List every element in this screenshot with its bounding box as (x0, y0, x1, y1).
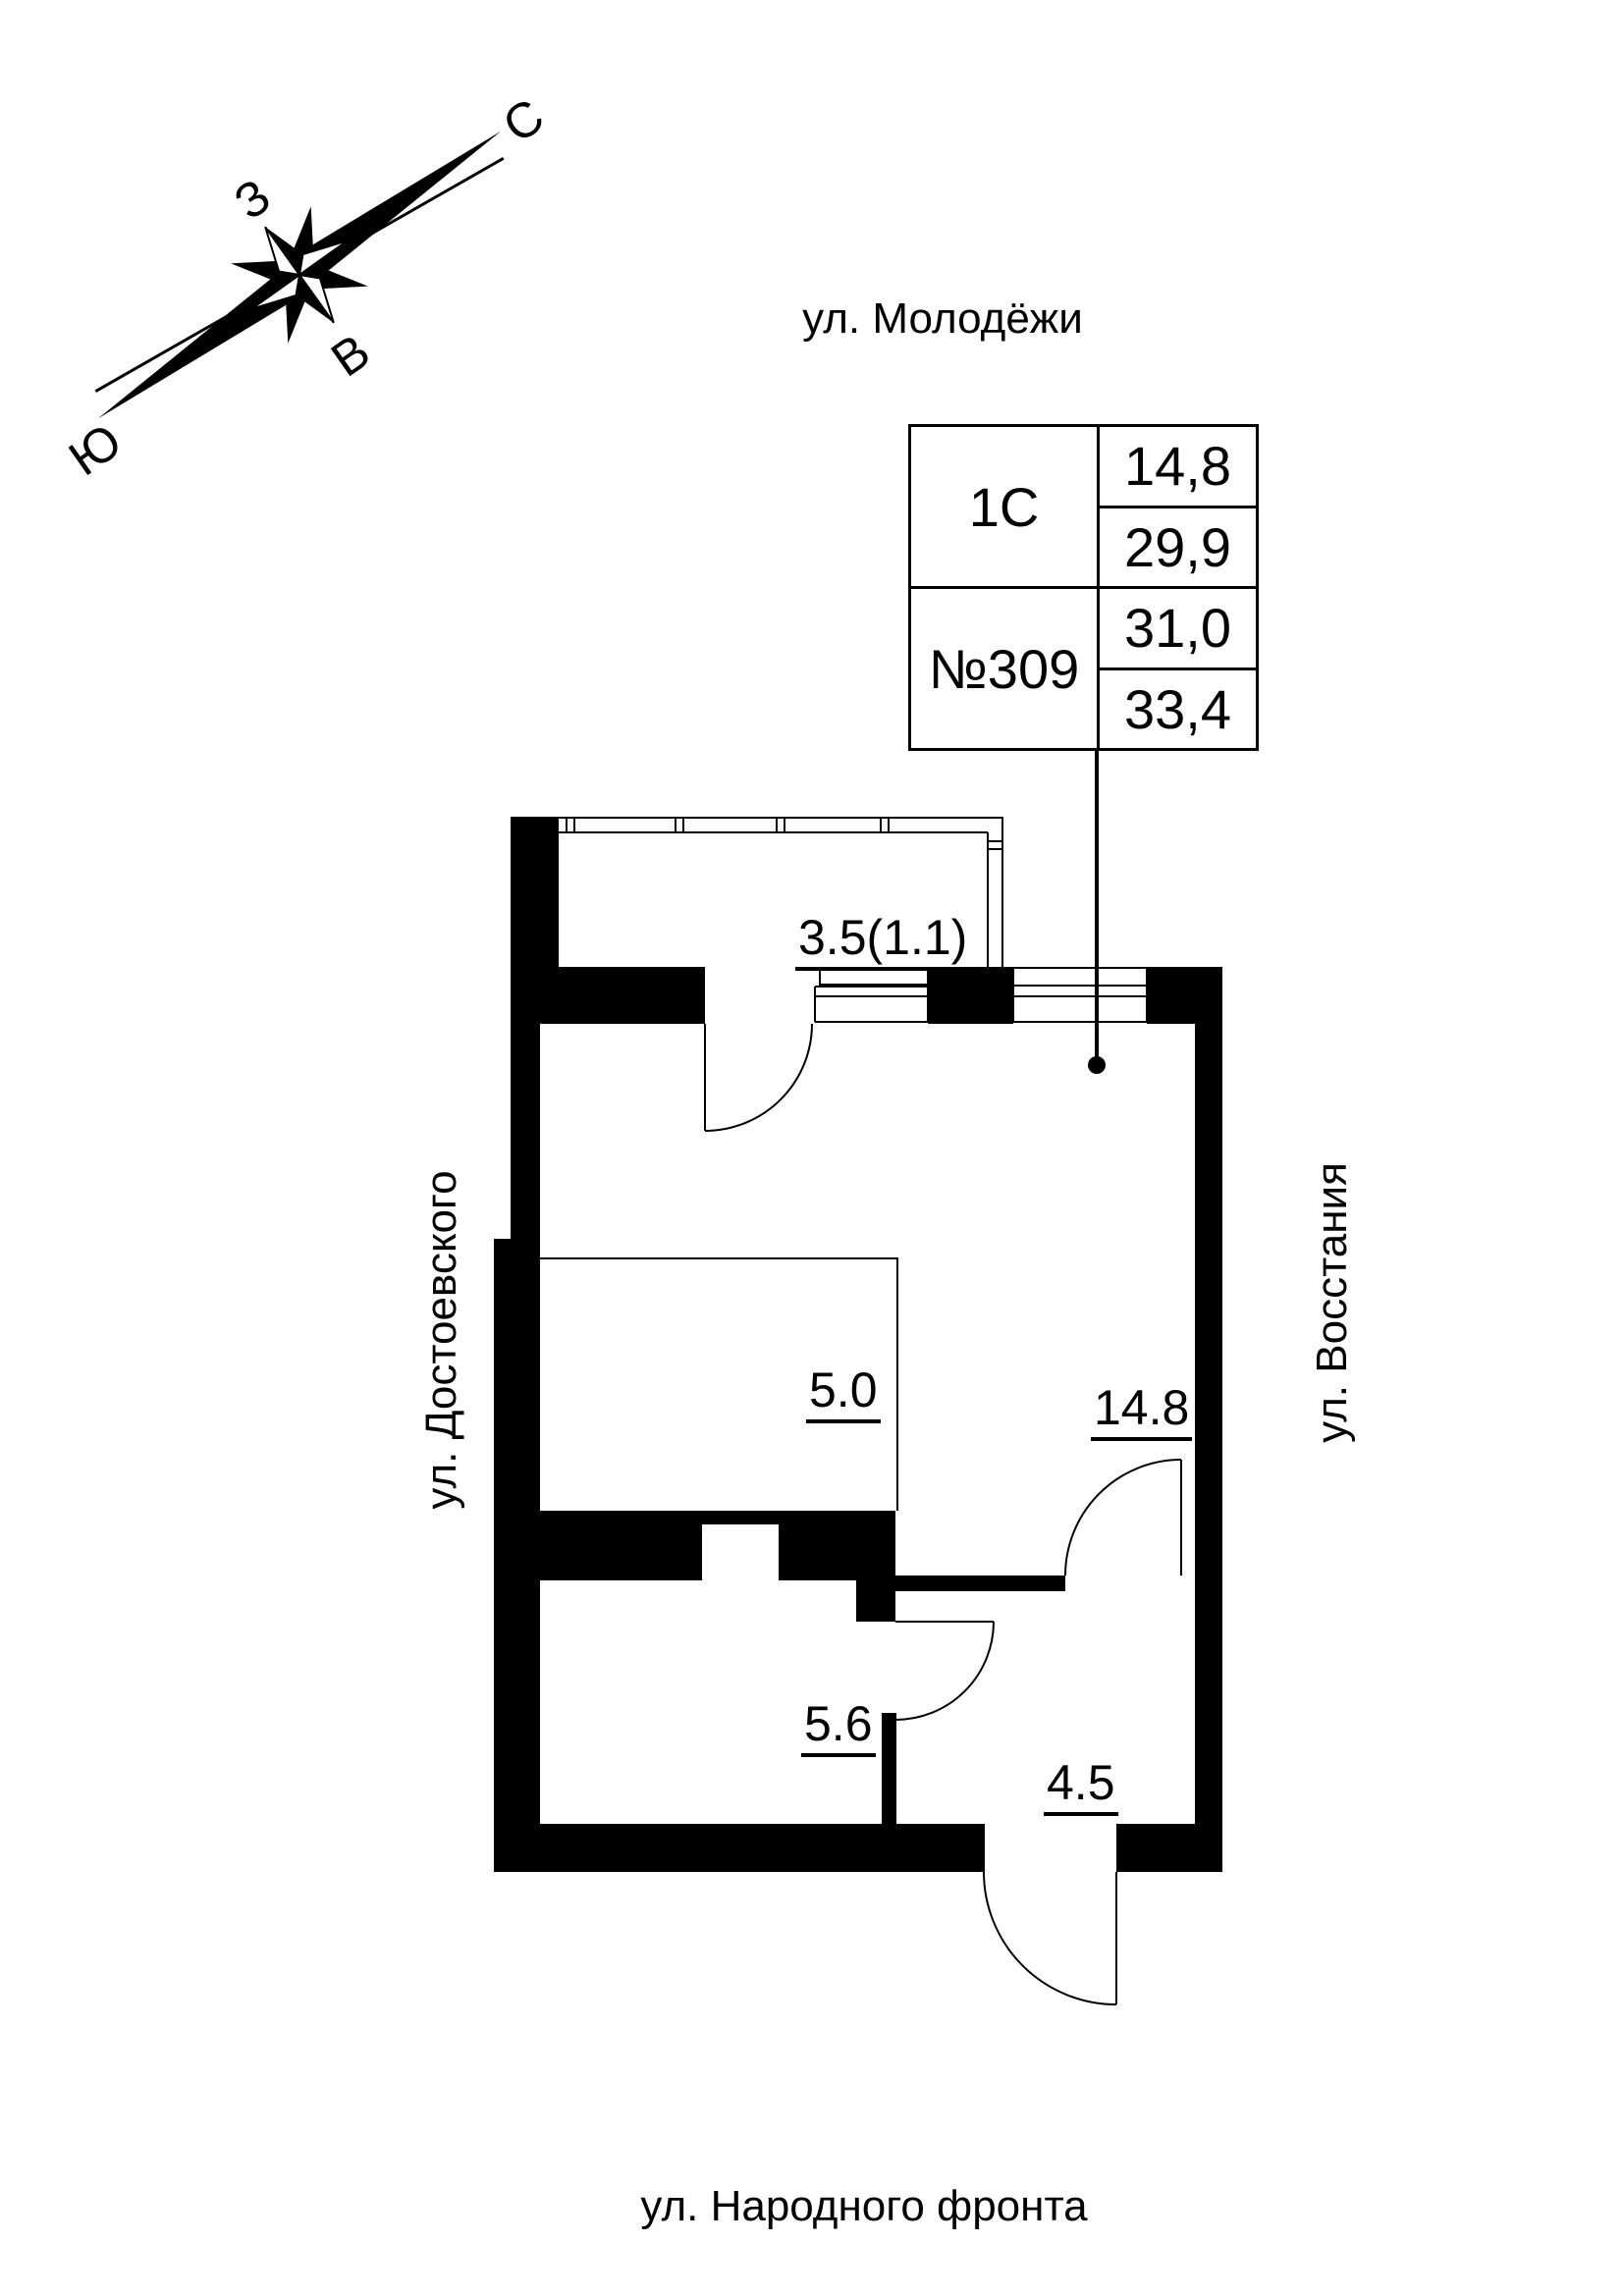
area-value-cell: 14,8 (1100, 427, 1256, 508)
wall-left-top-corner (511, 817, 559, 967)
room-label-hallway: 4.5 (1044, 1758, 1118, 1816)
compass-rose (94, 131, 505, 419)
wall-bottom-left (494, 1824, 985, 1872)
info-table-left-column: 1С №309 (911, 427, 1100, 748)
wall-top-right-corner (1147, 967, 1222, 1024)
street-label-bottom: ул. Народного фронта (640, 2182, 1088, 2230)
room-label-bathroom: 5.6 (801, 1699, 876, 1757)
room-label-kitchen-niche: 5.0 (806, 1365, 881, 1423)
info-table-right-column: 14,8 29,9 31,0 33,4 (1100, 427, 1256, 748)
compass-point-e2 (297, 273, 335, 324)
leader-dot (1088, 1056, 1106, 1074)
room-label-balcony: 3.5(1.1) (795, 913, 971, 971)
street-label-left: ул. Достоевского (417, 1170, 465, 1510)
wall-interior-vertical-lower (882, 1713, 896, 1824)
area-value-cell: 29,9 (1100, 508, 1256, 589)
room-label-living-room: 14.8 (1091, 1383, 1193, 1441)
window2-lines (1012, 967, 1148, 1023)
wall-top-segment-a (540, 967, 705, 1024)
compass-point-sw (231, 260, 283, 283)
wall-top-segment-b (928, 967, 1013, 1024)
plan-type-cell: 1С (911, 427, 1097, 589)
apartment-info-table: 1С №309 14,8 29,9 31,0 33,4 (908, 424, 1259, 751)
wall-interior-thin (895, 1575, 1065, 1591)
niche-outline (540, 1257, 898, 1511)
compass-point-nw (292, 206, 314, 258)
window1-lines (814, 986, 929, 1023)
wall-right (1195, 1024, 1222, 1872)
compass-point-w2 (264, 226, 302, 277)
street-label-top: ул. Молодёжи (802, 294, 1083, 343)
wall-interior-horizontal (540, 1511, 895, 1622)
thin-lines (540, 817, 1148, 1511)
area-value-cell: 31,0 (1100, 589, 1256, 670)
compass-point-s2 (250, 272, 301, 310)
entry-door-arc (983, 1871, 1117, 2005)
street-label-right: ул. Восстания (1308, 1162, 1356, 1443)
wall-left-upper (511, 967, 540, 1239)
compass-point-ne (316, 267, 368, 290)
doors (704, 1023, 1182, 2005)
unit-number-cell: №309 (928, 637, 1080, 700)
balcony-mullions (566, 818, 890, 832)
walls (494, 817, 1222, 1872)
bathroom-door-arc (894, 1621, 995, 1721)
balcony-mullions-right (988, 840, 1002, 850)
wall-left-lower (494, 1239, 540, 1872)
area-value-cell: 33,4 (1124, 677, 1231, 740)
compass-point-se (285, 292, 307, 344)
balcony-door-arc (704, 1023, 813, 1132)
room-door-arc (1064, 1459, 1182, 1576)
